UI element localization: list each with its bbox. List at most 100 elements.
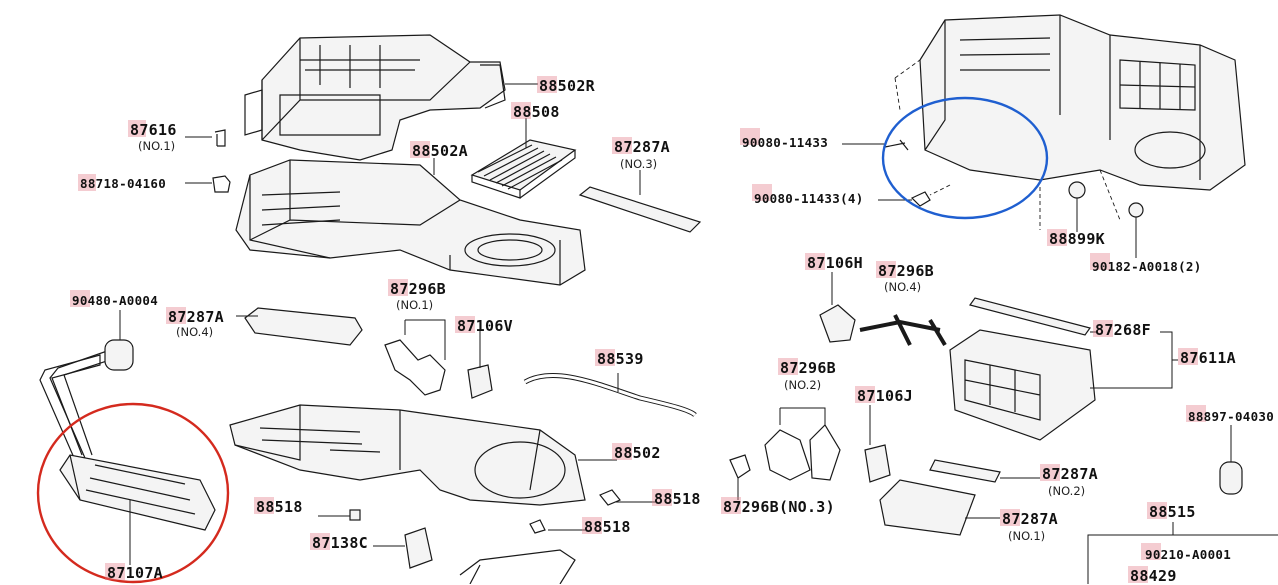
part-label: 88518 — [654, 490, 701, 508]
highlight — [1147, 502, 1167, 519]
part-label: 88518 — [584, 518, 631, 536]
link-no2-drawing — [764, 424, 841, 481]
part-label: 87106J — [857, 387, 913, 405]
clip-87616-drawing — [214, 129, 226, 147]
part-label: 87287A — [1042, 465, 1098, 483]
part-label: 88429 — [1130, 567, 1177, 585]
highlight — [78, 174, 96, 191]
part-label: 87138C — [312, 534, 368, 552]
damper-no3-drawing — [578, 186, 702, 233]
part-label: 90182-A0018(2) — [1092, 259, 1202, 274]
lower-case-drawing — [235, 159, 586, 286]
sensor-87138C-drawing — [404, 527, 433, 569]
highlight — [1090, 253, 1110, 270]
link-no1-drawing — [384, 339, 446, 396]
part-sublabel: (NO.2) — [1048, 484, 1086, 498]
highlight — [128, 120, 146, 137]
highlight — [595, 349, 615, 366]
highlight — [511, 102, 531, 119]
highlight — [582, 517, 602, 534]
servo-87106V-drawing — [467, 364, 493, 399]
part-label: 87106V — [457, 317, 513, 335]
highlight — [740, 128, 760, 145]
part-label: 87287A — [1002, 510, 1058, 528]
part-label: 88502A — [412, 142, 468, 160]
part-label: 88502R — [539, 77, 595, 95]
hose-drawing — [523, 373, 697, 418]
part-label: 90480-A0004 — [72, 293, 159, 308]
case-87611A-drawing — [949, 329, 1096, 441]
part-label: 88515 — [1149, 503, 1196, 521]
highlight — [455, 316, 475, 333]
filter-drawing — [470, 139, 577, 199]
highlight — [1178, 348, 1198, 365]
rods-no4-drawing — [859, 314, 947, 347]
part-label: 87296B — [390, 280, 446, 298]
clip-88518-c-drawing — [529, 519, 546, 534]
damper-no1-drawing — [879, 479, 976, 536]
grommet-88897-drawing — [1219, 461, 1243, 495]
highlight — [1000, 509, 1020, 526]
part-sublabel: (NO.3) — [620, 157, 658, 171]
highlight — [105, 563, 125, 580]
part-label: 88899K — [1049, 230, 1105, 248]
highlight — [70, 290, 90, 307]
highlight — [612, 443, 632, 460]
screw-2-drawing — [910, 191, 931, 207]
part-sublabel: (NO.4) — [176, 325, 214, 339]
part-label: 87296B — [878, 262, 934, 280]
part-label: 87106H — [807, 254, 863, 272]
clip-88518-b-drawing — [599, 489, 621, 506]
highlight — [855, 386, 875, 403]
highlight — [652, 489, 672, 506]
right-unit-drawing — [894, 14, 1246, 230]
servo-87106H-drawing — [819, 304, 856, 343]
highlight — [876, 261, 896, 278]
main-case-drawing — [229, 404, 586, 506]
highlight — [410, 141, 430, 158]
part-label: 87268F — [1095, 321, 1151, 339]
part-label: 87616 — [130, 121, 177, 139]
damper-no4-drawing — [244, 307, 363, 346]
servo-87106J-drawing — [864, 444, 891, 483]
highlight — [388, 279, 408, 296]
highlight — [537, 76, 557, 93]
part-label: 88508 — [513, 103, 560, 121]
damper-no2-drawing — [929, 459, 1001, 483]
highlight — [612, 137, 632, 154]
highlight — [752, 184, 772, 201]
highlight — [805, 253, 825, 270]
link-no3-drawing — [729, 454, 751, 479]
highlight — [778, 358, 798, 375]
highlight — [1186, 405, 1206, 422]
highlight — [1141, 543, 1161, 560]
highlight — [1047, 229, 1067, 246]
highlight — [1128, 566, 1148, 583]
part-label: 88718-04160 — [80, 176, 167, 191]
part-sublabel: (NO.1) — [138, 139, 176, 153]
part-label: 87287A — [168, 308, 224, 326]
nut-90182-drawing — [1128, 202, 1144, 218]
part-label: 87611A — [1180, 349, 1236, 367]
bracket-88515-box — [1087, 534, 1278, 584]
highlight — [1040, 464, 1060, 481]
part-sublabel: (NO.2) — [784, 378, 822, 392]
part-label: 87107A — [107, 564, 163, 582]
part-label: 87296B — [780, 359, 836, 377]
part-label: 90210-A0001 — [1145, 547, 1232, 562]
highlight — [1093, 320, 1113, 337]
upper-case-drawing — [244, 34, 506, 161]
heater-core-drawing — [39, 341, 216, 531]
part-label: 88518 — [256, 498, 303, 516]
grommet-88899K-drawing — [1068, 181, 1086, 199]
blue-circle-screws — [881, 96, 1049, 220]
part-label: 90080-11433 — [742, 135, 829, 150]
highlight — [254, 497, 274, 514]
part-label: 90080-11433(4) — [754, 191, 864, 206]
highlight — [310, 533, 330, 550]
duct-bottom-drawing — [459, 549, 576, 584]
highlight — [166, 307, 186, 324]
leader-lines — [119, 83, 1232, 565]
clip-88518-a-drawing — [349, 509, 361, 521]
